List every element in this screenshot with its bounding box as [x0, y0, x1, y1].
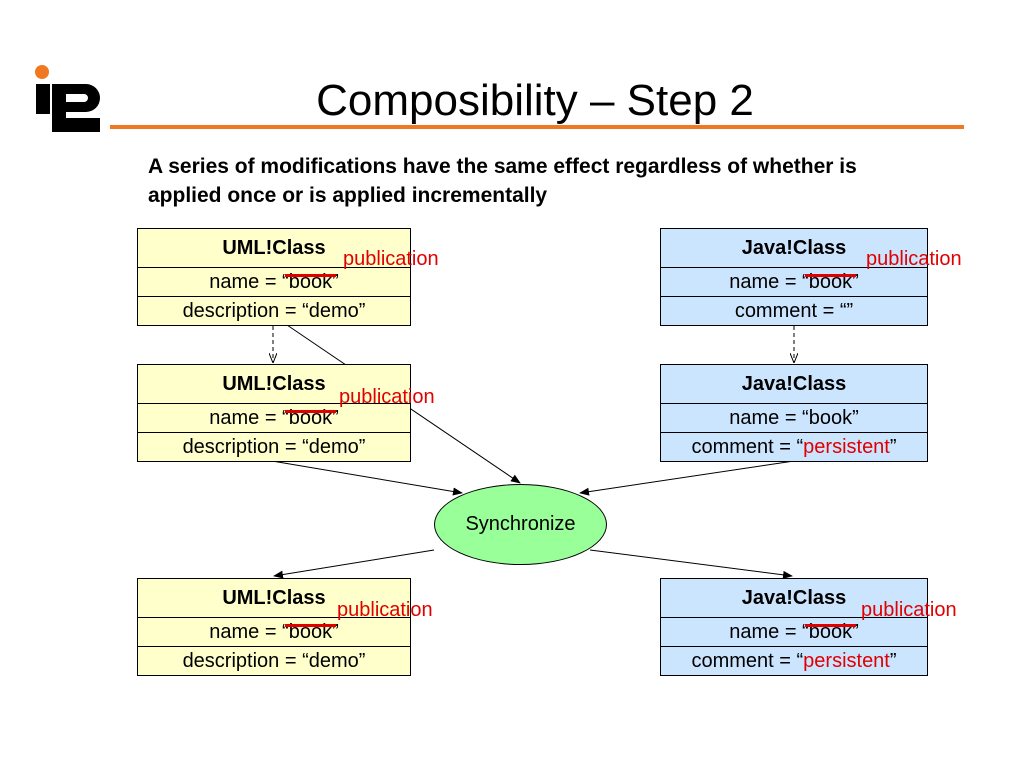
publication-annotation: publication	[861, 599, 957, 621]
struck-name: book	[288, 407, 333, 429]
publication-annotation: publication	[866, 248, 962, 270]
description-row: description = “demo”	[138, 296, 410, 325]
class-header: Java!Class	[741, 373, 847, 395]
synchronize-node: Synchronize	[434, 484, 607, 565]
comment-value: persistent	[803, 650, 890, 672]
sync-to-java-bottom-arrow	[589, 549, 793, 579]
name-row: name = “book”	[661, 403, 927, 432]
class-header: UML!Class	[222, 237, 326, 259]
description-row: description = “demo”	[138, 432, 410, 461]
uml-mid-to-sync-arrow	[271, 460, 463, 496]
uml-class-box-bottom: UML!Class name = “book” description = “d…	[137, 578, 411, 676]
struck-name: book	[808, 271, 853, 293]
publication-annotation: publication	[337, 599, 433, 621]
comment-row: comment = “persistent”	[661, 646, 927, 675]
uml-class-box-top: UML!Class name = “book” description = “d…	[137, 228, 411, 326]
name-row: name = “book”	[661, 267, 927, 296]
title-underline	[110, 125, 964, 129]
description-row: description = “demo”	[138, 646, 410, 675]
sync-to-uml-bottom-arrow	[273, 549, 435, 579]
class-header: Java!Class	[741, 587, 847, 609]
publication-annotation: publication	[339, 386, 435, 408]
comment-row: comment = “”	[661, 296, 927, 325]
comment-row: comment = “persistent”	[661, 432, 927, 461]
struck-name: book	[288, 621, 333, 643]
struck-name: book	[288, 271, 333, 293]
ipe-logo	[35, 65, 100, 132]
name-row: name = “book”	[138, 403, 410, 432]
struck-name: book	[808, 621, 853, 643]
java-class-box-bottom: Java!Class name = “book” comment = “pers…	[660, 578, 928, 676]
publication-annotation: publication	[343, 248, 439, 270]
java-class-box-top: Java!Class name = “book” comment = “”	[660, 228, 928, 326]
subtitle: A series of modifications have the same …	[148, 155, 857, 207]
name-row: name = “book”	[661, 617, 927, 646]
class-header: Java!Class	[741, 237, 847, 259]
class-header: UML!Class	[222, 587, 326, 609]
comment-value: persistent	[803, 436, 890, 458]
java-mid-to-sync-arrow	[579, 460, 795, 496]
name-row: name = “book”	[138, 267, 410, 296]
uml-class-box-middle: UML!Class name = “book” description = “d…	[137, 364, 411, 462]
java-class-box-middle: Java!Class name = “book” comment = “pers…	[660, 364, 928, 462]
class-header: UML!Class	[222, 373, 326, 395]
name-row: name = “book”	[138, 617, 410, 646]
page-title: Composibility – Step 2	[316, 76, 754, 125]
